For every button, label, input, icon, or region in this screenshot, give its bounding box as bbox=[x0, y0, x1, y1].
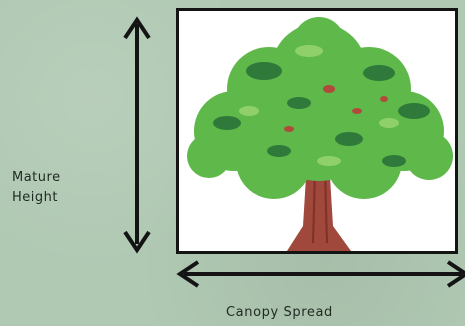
canopy-spread-label: Canopy Spread bbox=[226, 305, 333, 320]
mature-height-label: Mature Height bbox=[12, 168, 92, 208]
height-label-line2: Height bbox=[12, 188, 92, 208]
height-label-line1: Mature bbox=[12, 168, 92, 188]
tree-frame bbox=[176, 8, 458, 254]
tree-icon bbox=[179, 11, 458, 254]
